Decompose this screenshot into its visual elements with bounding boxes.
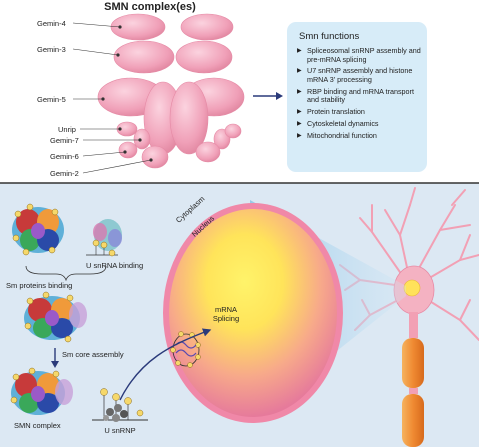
sm-proteins-ring-top xyxy=(12,203,64,256)
gemin-3-right xyxy=(175,40,233,74)
label-sm-core-assembly: Sm core assembly xyxy=(62,350,124,359)
functions-list: Spliceosomal snRNP assembly and pre-mRNA… xyxy=(297,46,427,143)
label-mrna-splicing: mRNA Splicing xyxy=(212,305,240,323)
myelin-sheath-2 xyxy=(402,394,424,447)
diagram-title: SMN complex(es) xyxy=(104,1,196,13)
assembly-arrow xyxy=(51,348,59,368)
functions-arrow xyxy=(253,92,283,100)
label-gemin-6: Gemin-6 xyxy=(50,152,79,161)
function-item: Protein translation xyxy=(297,108,427,117)
label-gemin-7: Gemin-7 xyxy=(50,136,79,145)
nucleus xyxy=(169,209,337,417)
smn-complex-bottom xyxy=(10,367,73,415)
label-unrip: Unrip xyxy=(58,125,76,134)
function-item: Spliceosomal snRNP assembly and pre-mRNA… xyxy=(297,46,427,64)
binding-brace xyxy=(25,265,107,282)
label-sm-proteins-binding: Sm proteins binding xyxy=(6,281,73,290)
label-smn-complex: SMN complex xyxy=(14,421,61,430)
label-u-snrna-binding: U snRNA binding xyxy=(86,261,144,270)
bottom-panel-art xyxy=(0,182,479,447)
gemin-2 xyxy=(141,145,169,169)
label-gemin-2: Gemin-2 xyxy=(50,169,79,178)
neuron-nucleus xyxy=(403,279,421,297)
label-gemin-3: Gemin-3 xyxy=(37,45,66,54)
function-item: Mitochondrial function xyxy=(297,131,427,141)
functions-title: Smn functions xyxy=(299,31,360,42)
gemin-3-left xyxy=(113,40,175,74)
u-snrnp-bottom xyxy=(92,388,148,422)
function-item: U7 snRNP assembly and histone mRNA 3’ pr… xyxy=(297,67,427,84)
function-item: Cytoskeletal dynamics xyxy=(297,119,427,129)
u-snrna-top xyxy=(86,219,122,257)
myelin-sheath-1 xyxy=(402,338,424,388)
gemin-6-right xyxy=(224,123,242,139)
gemin-7 xyxy=(133,128,151,150)
smn-complex-illustration xyxy=(97,13,245,169)
gemin-2-right xyxy=(195,141,221,163)
sm-complex-middle xyxy=(24,291,87,343)
gemin-4-left xyxy=(110,13,166,41)
gemin-4-right xyxy=(180,13,234,41)
label-u-snrnp: U snRNP xyxy=(104,426,136,435)
gemin-6 xyxy=(118,141,138,159)
label-gemin-4: Gemin-4 xyxy=(37,19,66,28)
smn-core-right xyxy=(169,81,209,155)
leader-lines xyxy=(72,22,153,174)
splicing-ring xyxy=(170,331,201,368)
label-gemin-5: Gemin-5 xyxy=(37,95,66,104)
import-arrow xyxy=(119,328,212,401)
function-item: RBP binding and mRNA transport and stabi… xyxy=(297,87,427,105)
